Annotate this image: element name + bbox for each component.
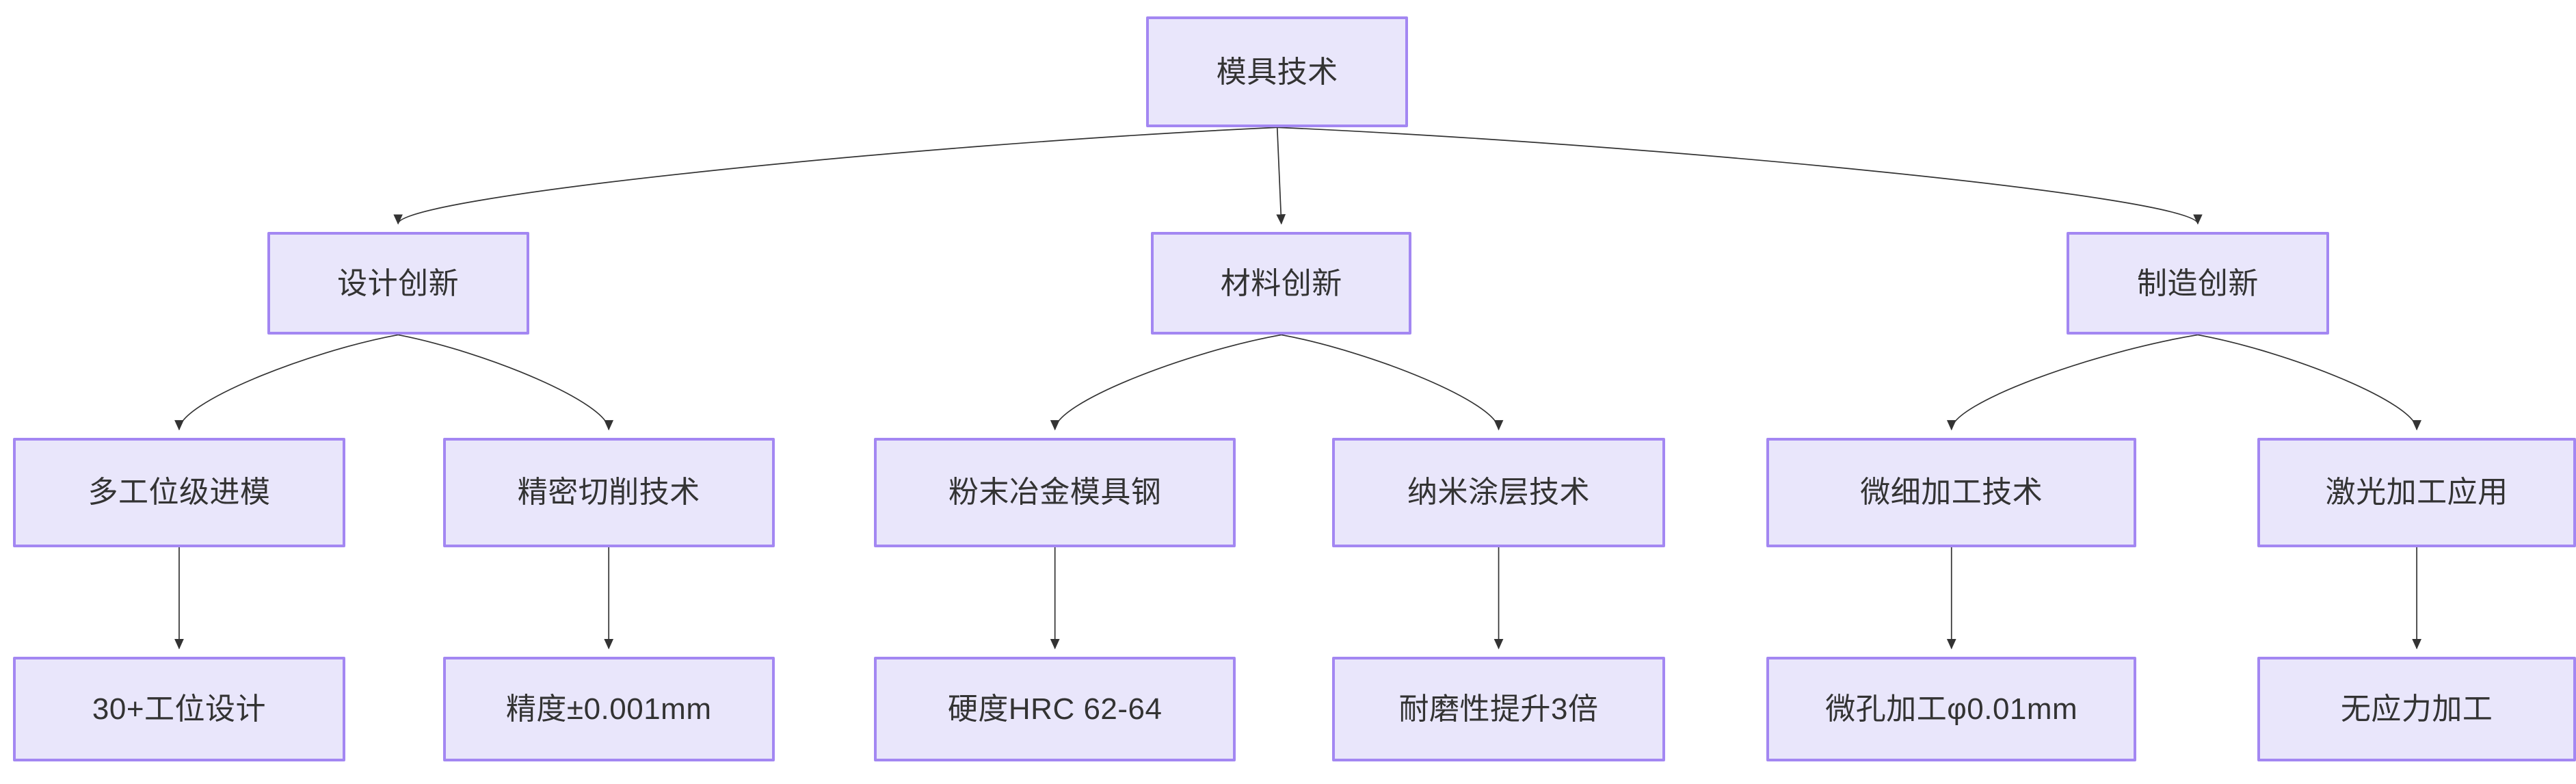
flow-node-l2a[interactable]: 设计创新 <box>267 232 529 335</box>
flow-node-label: 精度±0.001mm <box>505 692 712 726</box>
flow-node-l2b[interactable]: 材料创新 <box>1151 232 1412 335</box>
flow-node-label: 微孔加工φ0.01mm <box>1825 692 2078 726</box>
flow-node-l4c[interactable]: 硬度HRC 62-64 <box>874 656 1236 761</box>
flow-node-l3c[interactable]: 粉末冶金模具钢 <box>874 437 1236 547</box>
flow-node-label: 硬度HRC 62-64 <box>947 692 1163 726</box>
flow-edge-e3 <box>1277 127 2209 226</box>
flow-node-l3a[interactable]: 多工位级进模 <box>13 437 345 547</box>
flow-node-l4a[interactable]: 30+工位设计 <box>13 656 345 761</box>
flow-node-label: 30+工位设计 <box>92 692 267 726</box>
flow-edge-e9 <box>2198 335 2428 432</box>
flow-edge-e5 <box>398 335 620 432</box>
flow-node-label: 设计创新 <box>337 266 460 300</box>
flow-edge-e2 <box>1269 127 1292 226</box>
flow-node-l4f[interactable]: 无应力加工 <box>2257 656 2576 761</box>
flow-node-label: 精密切削技术 <box>517 475 700 510</box>
flow-node-l3e[interactable]: 微细加工技术 <box>1766 437 2137 547</box>
flow-node-root[interactable]: 模具技术 <box>1146 16 1409 128</box>
flow-node-l3f[interactable]: 激光加工应用 <box>2257 437 2576 547</box>
flow-node-l4e[interactable]: 微孔加工φ0.01mm <box>1766 656 2137 761</box>
flow-node-label: 材料创新 <box>1220 266 1342 300</box>
flow-edge-e4 <box>168 335 398 432</box>
flow-node-l3b[interactable]: 精密切削技术 <box>442 437 775 547</box>
flow-node-label: 无应力加工 <box>2340 692 2493 726</box>
flow-node-label: 耐磨性提升3倍 <box>1398 692 1599 726</box>
flow-node-l2c[interactable]: 制造创新 <box>2067 232 2329 335</box>
flow-node-l4b[interactable]: 精度±0.001mm <box>442 656 775 761</box>
flow-edge-e6 <box>1044 335 1282 432</box>
flow-node-label: 模具技术 <box>1216 55 1338 89</box>
flow-node-label: 激光加工应用 <box>2325 475 2508 510</box>
flow-node-label: 微细加工技术 <box>1860 475 2043 510</box>
flow-edge-e7 <box>1282 335 1510 432</box>
flow-node-label: 粉末冶金模具钢 <box>948 475 1162 510</box>
flow-node-l3d[interactable]: 纳米涂层技术 <box>1331 437 1666 547</box>
flow-node-label: 纳米涂层技术 <box>1407 475 1591 510</box>
flow-node-label: 制造创新 <box>2136 266 2259 300</box>
flow-edge-e8 <box>1940 335 2198 432</box>
flow-edge-e1 <box>387 127 1277 226</box>
flow-node-l4d[interactable]: 耐磨性提升3倍 <box>1331 656 1666 761</box>
flow-node-label: 多工位级进模 <box>88 475 271 510</box>
